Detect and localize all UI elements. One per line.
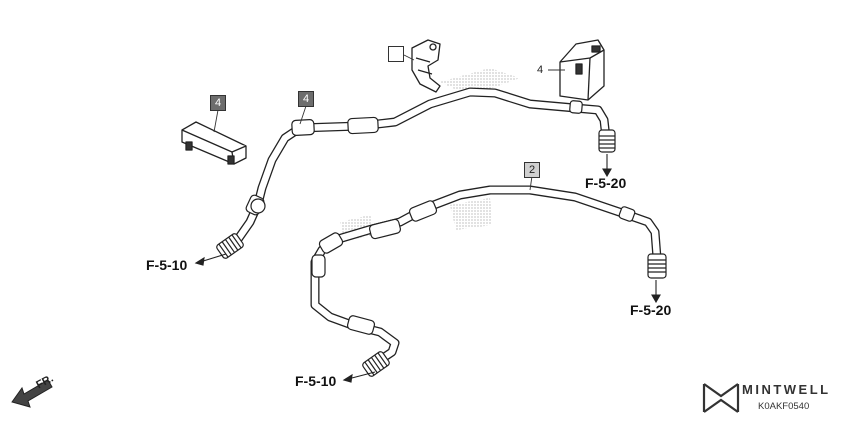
hose-sleeves bbox=[245, 100, 636, 335]
direction-arrow-icon bbox=[11, 379, 53, 408]
brand-name: MINTWELL bbox=[742, 382, 831, 397]
ref-bottom-right[interactable]: F-5-20 bbox=[630, 302, 672, 318]
diagram-code: K0AKF0540 bbox=[758, 401, 810, 412]
reference-arrows bbox=[194, 154, 661, 383]
ref-top-left[interactable]: F-5-10 bbox=[146, 257, 188, 273]
callout-bracket bbox=[388, 46, 404, 62]
fitting-bottom-left bbox=[362, 351, 390, 377]
leader-lines bbox=[213, 54, 565, 191]
brand-logo-icon bbox=[702, 383, 740, 413]
brand-watermark: MINTWELL bbox=[700, 380, 840, 416]
callout-hose-lower: 2 bbox=[524, 162, 540, 178]
fitting-bottom-right bbox=[647, 253, 667, 279]
hose-clamp-left bbox=[181, 121, 247, 165]
ref-top-right[interactable]: F-5-20 bbox=[585, 175, 627, 191]
callout-hose-upper: 4 bbox=[298, 91, 314, 107]
hose-fittings bbox=[216, 129, 667, 377]
fitting-top-right bbox=[598, 129, 616, 153]
callout-clamp-right: 4 bbox=[536, 64, 544, 76]
callout-clamp-left: 4 bbox=[210, 95, 226, 111]
ref-bottom-left[interactable]: F-5-10 bbox=[295, 373, 337, 389]
fitting-top-left bbox=[216, 233, 244, 259]
hose-bracket bbox=[411, 39, 441, 93]
hose-clamp-right bbox=[559, 39, 605, 101]
